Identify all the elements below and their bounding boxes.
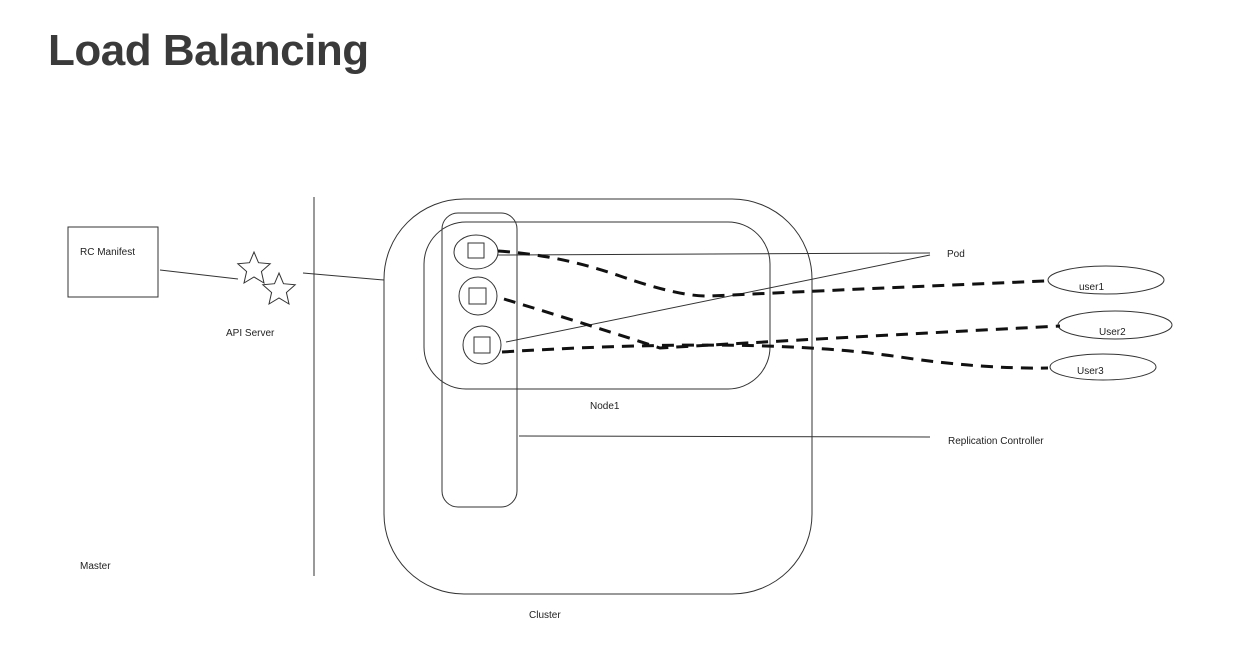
- pod-3: [462, 325, 502, 365]
- user1-label: user1: [1079, 282, 1104, 293]
- api-server-star-icon-2: [261, 271, 297, 306]
- replication-controller-boundary: [441, 212, 518, 508]
- pod-circle: [458, 276, 498, 316]
- master-label: Master: [80, 561, 111, 572]
- user1-traffic-line: [497, 249, 1046, 298]
- node1-label: Node1: [590, 401, 620, 412]
- node1-boundary: [423, 221, 771, 390]
- replication-controller-pointer: [518, 435, 931, 438]
- api-to-cluster-connector: [302, 272, 385, 281]
- api-server-star-icon: [236, 250, 272, 285]
- user2-label: User2: [1099, 327, 1126, 338]
- user3-traffic-line: [501, 343, 1049, 370]
- container-square-icon: [468, 287, 487, 305]
- manifest-to-api-connector: [159, 269, 239, 280]
- rc-manifest-box: [67, 226, 159, 298]
- pod-circle: [453, 234, 499, 270]
- pod-label: Pod: [947, 249, 965, 260]
- user2-traffic-line: [503, 297, 1061, 350]
- api-server-label: API Server: [226, 328, 275, 339]
- replication-controller-label: Replication Controller: [948, 436, 1044, 447]
- pod-pointer-line: [497, 252, 931, 256]
- cluster-boundary: [383, 198, 813, 595]
- user2-node: User2: [1057, 310, 1173, 340]
- cluster-label: Cluster: [529, 610, 561, 621]
- user1-node: user1: [1047, 265, 1165, 295]
- pod-2: [458, 276, 498, 316]
- page-title: Load Balancing: [48, 26, 369, 75]
- user-ellipse: [1049, 353, 1157, 381]
- container-square-icon: [473, 336, 491, 354]
- user-ellipse: [1047, 265, 1165, 295]
- user3-node: User3: [1049, 353, 1157, 381]
- pod-circle: [462, 325, 502, 365]
- user3-label: User3: [1077, 366, 1104, 377]
- pod-1: [453, 234, 499, 270]
- container-square-icon: [467, 242, 485, 259]
- pod-pointer-line: [505, 254, 931, 343]
- rc-manifest-label: RC Manifest: [80, 247, 135, 258]
- master-section: RC Manifest API Server Master: [67, 197, 385, 576]
